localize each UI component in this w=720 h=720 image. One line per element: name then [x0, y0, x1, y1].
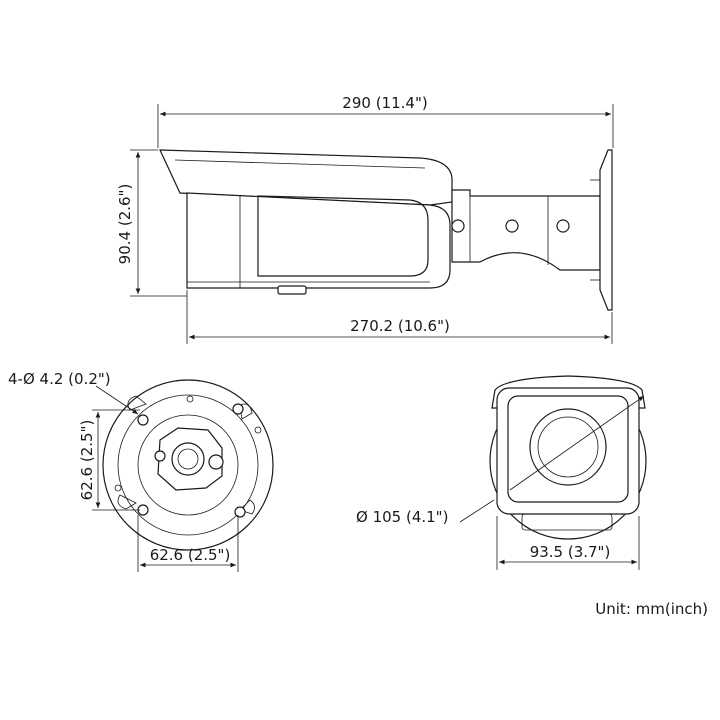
dim-body-length: 270.2 (10.6")	[350, 317, 450, 335]
front-view-dimensions: Ø 105 (4.1") 93.5 (3.7")	[356, 395, 645, 570]
side-view-dimensions: 290 (11.4") 90.4 (2.6") 270.2 (10.6")	[116, 94, 614, 344]
side-view	[159, 149, 613, 311]
dim-front-width: 93.5 (3.7")	[530, 543, 611, 561]
base-view-dimensions: 4-Ø 4.2 (0.2") 62.6 (2.5") 62.6 (2.5")	[8, 370, 239, 572]
dim-height: 90.4 (2.6")	[116, 184, 134, 265]
dim-base-width: 62.6 (2.5")	[150, 546, 231, 564]
front-view	[489, 375, 647, 540]
unit-label: Unit: mm(inch)	[595, 600, 708, 618]
dim-base-height: 62.6 (2.5")	[78, 420, 96, 501]
dim-mount-holes: 4-Ø 4.2 (0.2")	[8, 370, 111, 388]
dim-diameter: Ø 105 (4.1")	[356, 508, 448, 526]
base-view	[102, 379, 274, 551]
dim-total-length: 290 (11.4")	[342, 94, 427, 112]
